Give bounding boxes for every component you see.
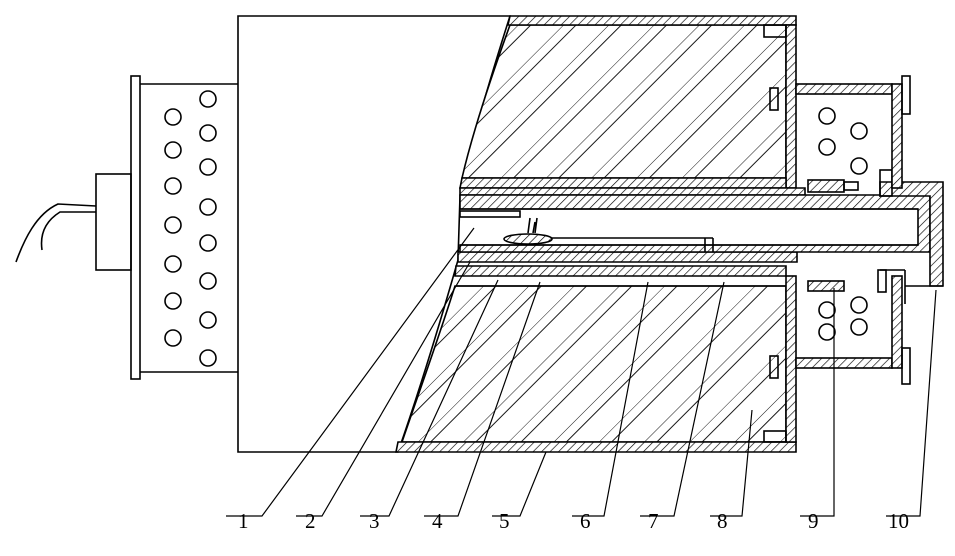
tube-layer-outer-bottom [454,265,787,277]
callout-10: 10 [888,509,909,533]
bracket-top [763,24,787,38]
tube-layer-inner-top [459,187,806,196]
leader-4 [424,281,541,517]
callout-2: 2 [305,509,316,533]
jacket-end-wall-lower [891,275,903,369]
jacket-bolt-left-top [769,87,779,111]
tube-layer-outer-top [459,177,787,189]
outer-shell-top [507,15,797,26]
jacket-end-wall-upper [891,83,903,189]
jacket-top-plate [795,83,893,95]
callout-5: 5 [499,509,510,533]
seal-ring-top [807,179,845,193]
upper-insulation [460,24,787,179]
end-wall-upper [785,24,797,189]
power-cable [15,203,97,263]
cooling-jacket [769,75,911,385]
leader-5 [492,451,547,517]
callout-7: 7 [648,509,659,533]
end-wall-lower [785,275,797,443]
callout-8: 8 [717,509,728,533]
callout-3: 3 [369,509,380,533]
callout-4: 4 [432,509,443,533]
terminal-box [95,173,132,271]
outer-shell-bottom [395,441,797,453]
leader-6 [572,281,649,517]
bracket-bottom [763,430,787,443]
callout-9: 9 [808,509,819,533]
push-rod [552,237,714,252]
heater-coil-circles [164,90,217,367]
end-cap-clamp-bottom [877,269,887,293]
leader-8 [710,409,753,517]
sample-boat [503,233,553,245]
tube-layer-inner-bottom [457,251,798,263]
seal-ring-bottom [807,280,845,292]
leader-2 [296,261,471,517]
leader-7 [640,281,725,517]
leader-3 [360,279,499,517]
leader-9 [800,288,835,517]
sample [527,217,538,234]
jacket-bottom-plate [795,357,893,369]
seal-ring-small [843,181,859,191]
callout-6: 6 [580,509,591,533]
jacket-flange-top [901,75,911,115]
callout-1: 1 [238,509,249,533]
jacket-bolt-left-bottom [769,355,779,379]
jacket-flange-bottom [901,347,911,385]
leader-lines [226,227,937,517]
leader-10 [886,289,937,517]
thermocouple-probe [459,210,521,218]
leader-1 [226,227,475,517]
heater-flange-plate [130,75,141,380]
heater-assembly [15,75,238,380]
callout-labels: 1 2 3 4 5 6 7 8 9 10 [238,509,909,533]
